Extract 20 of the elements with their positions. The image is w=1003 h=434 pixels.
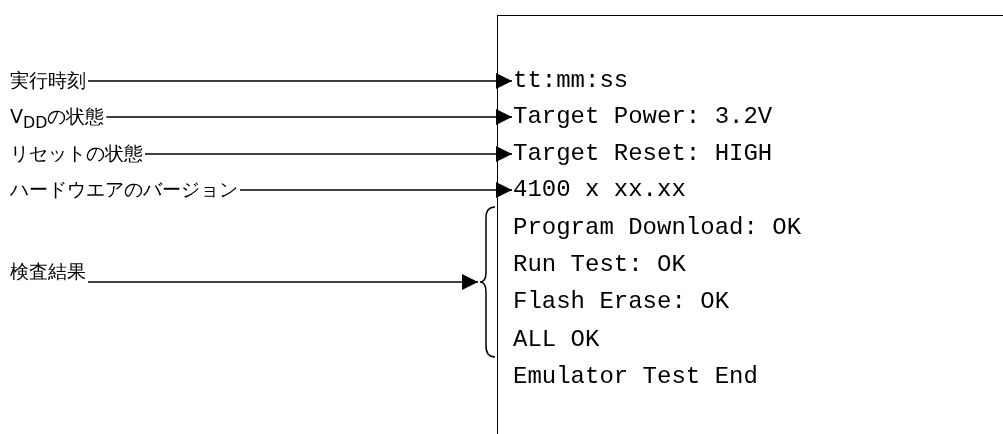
callout-label: ハードウエアのバージョン [10,178,238,200]
text-line: ALL OK [513,326,600,354]
text-line: Emulator Test End [513,363,758,391]
text-line: Run Test: OK [513,251,686,279]
callout-label: リセットの状態 [10,142,143,164]
text-line: Target Reset: HIGH [513,140,773,168]
text-line: Program Download: OK [513,214,802,242]
text-line: Flash Erase: OK [513,288,730,316]
arrow [144,146,513,162]
arrow [87,73,513,89]
text-line: Target Power: 3.2V [513,103,773,131]
curly-brace [479,206,496,358]
arrow [105,109,513,125]
text-line: 4100 x xx.xx [513,176,686,204]
callout-label: 実行時刻 [10,69,86,91]
callout-label: 検査結果 [10,260,86,282]
text-line: tt:mm:ss [513,67,629,95]
arrow [239,182,513,198]
callout-label: V$_{DD}$の状態 [10,105,105,134]
arrow [87,274,479,290]
